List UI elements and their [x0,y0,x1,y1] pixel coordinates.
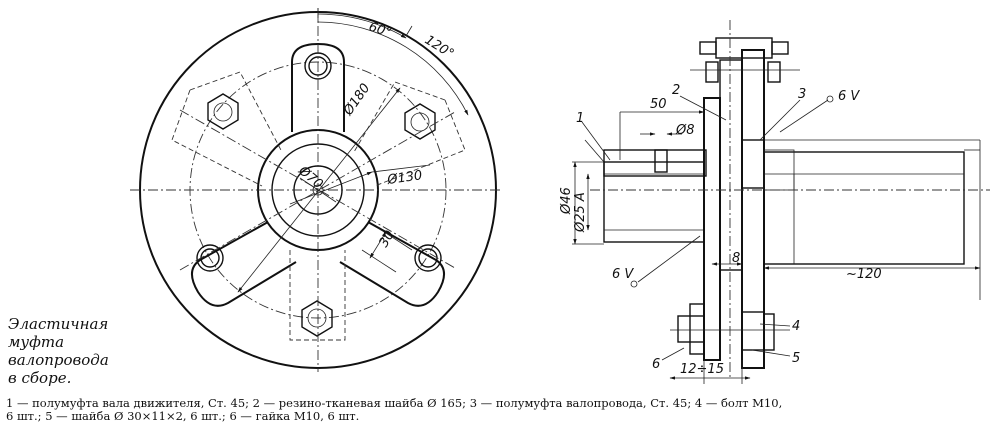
dim-d8: Ø8 [675,123,695,138]
dim-d180: Ø180 [340,81,373,119]
title-line: в сборе. [8,369,72,387]
callout-5: 5 [792,351,800,366]
right-shaft [763,151,965,265]
dim-ang120: 120° [422,33,457,62]
dim-len8: 8 [732,251,740,266]
title-line: валопровода [8,351,109,369]
left-flange [703,97,721,361]
callout-2: 2 [672,83,680,98]
rubber-washer [719,59,743,271]
top-bolt [690,37,800,83]
dim-ang60: 60° [367,20,394,41]
right-flange [741,49,765,369]
dim-d25: Ø25 A [573,192,588,233]
callout-3: 3 [798,87,806,102]
title-line: Эластичная [8,315,109,333]
hidden-arms [171,71,466,341]
legend-line: 1 — полумуфта вала движителя, Ст. 45; 2 … [6,396,783,410]
weld-top-label: 6 V [838,89,860,104]
front-view [130,8,500,372]
parts-legend: 1 — полумуфта вала движителя, Ст. 45; 2 … [6,397,906,423]
title-line: муфта [8,333,65,351]
callout-1: 1 [576,111,584,126]
drawing-title: Эластичная муфта валопровода в сборе. [8,315,158,387]
dim-d46: Ø46 [559,187,574,215]
weld-bottom-label: 6 V [612,267,634,282]
dim-d130: Ø130 [385,168,423,188]
dim-len50: 50 [650,97,667,112]
dim-len30: 30 [376,228,397,250]
section-view [572,20,990,384]
legend-line: 6 шт.; 5 — шайба Ø 30×11×2, 6 шт.; 6 — г… [6,409,360,423]
left-hub [603,149,707,177]
dim-range: 12÷15 [680,362,724,377]
dim-len120: ~120 [846,267,882,282]
callout-6: 6 [652,357,660,372]
callout-4: 4 [792,319,800,334]
